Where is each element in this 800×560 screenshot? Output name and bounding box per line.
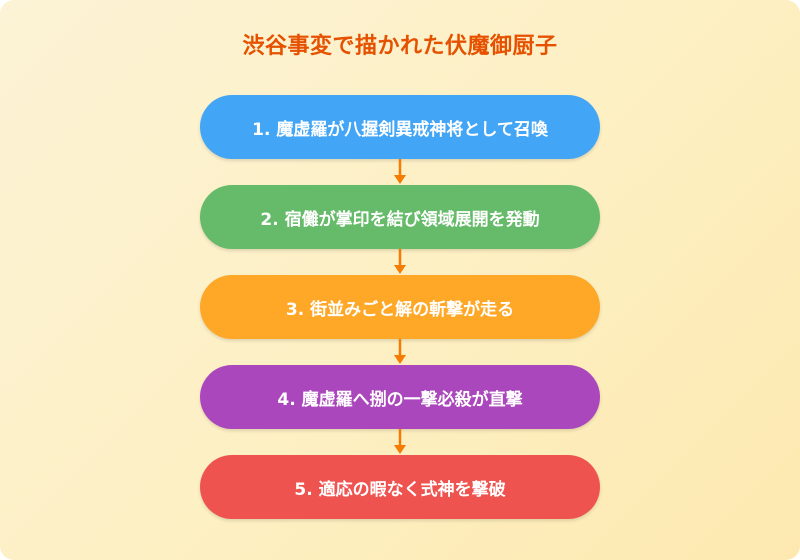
step-4: 4. 魔虚羅へ捌の一撃必殺が直撃 <box>200 365 600 429</box>
step-5: 5. 適応の暇なく式神を撃破 <box>200 455 600 519</box>
step-3: 3. 街並みごと解の斬撃が走る <box>200 275 600 339</box>
arrow-1-to-2 <box>394 159 406 184</box>
arrow-3-to-4 <box>394 339 406 364</box>
step-2: 2. 宿儺が掌印を結び領域展開を発動 <box>200 185 600 249</box>
arrow-2-to-3 <box>394 249 406 274</box>
step-1: 1. 魔虚羅が八握剣異戒神将として召喚 <box>200 95 600 159</box>
diagram-title: 渋谷事変で描かれた伏魔御厨子 <box>242 34 558 59</box>
arrow-4-to-5 <box>394 429 406 454</box>
